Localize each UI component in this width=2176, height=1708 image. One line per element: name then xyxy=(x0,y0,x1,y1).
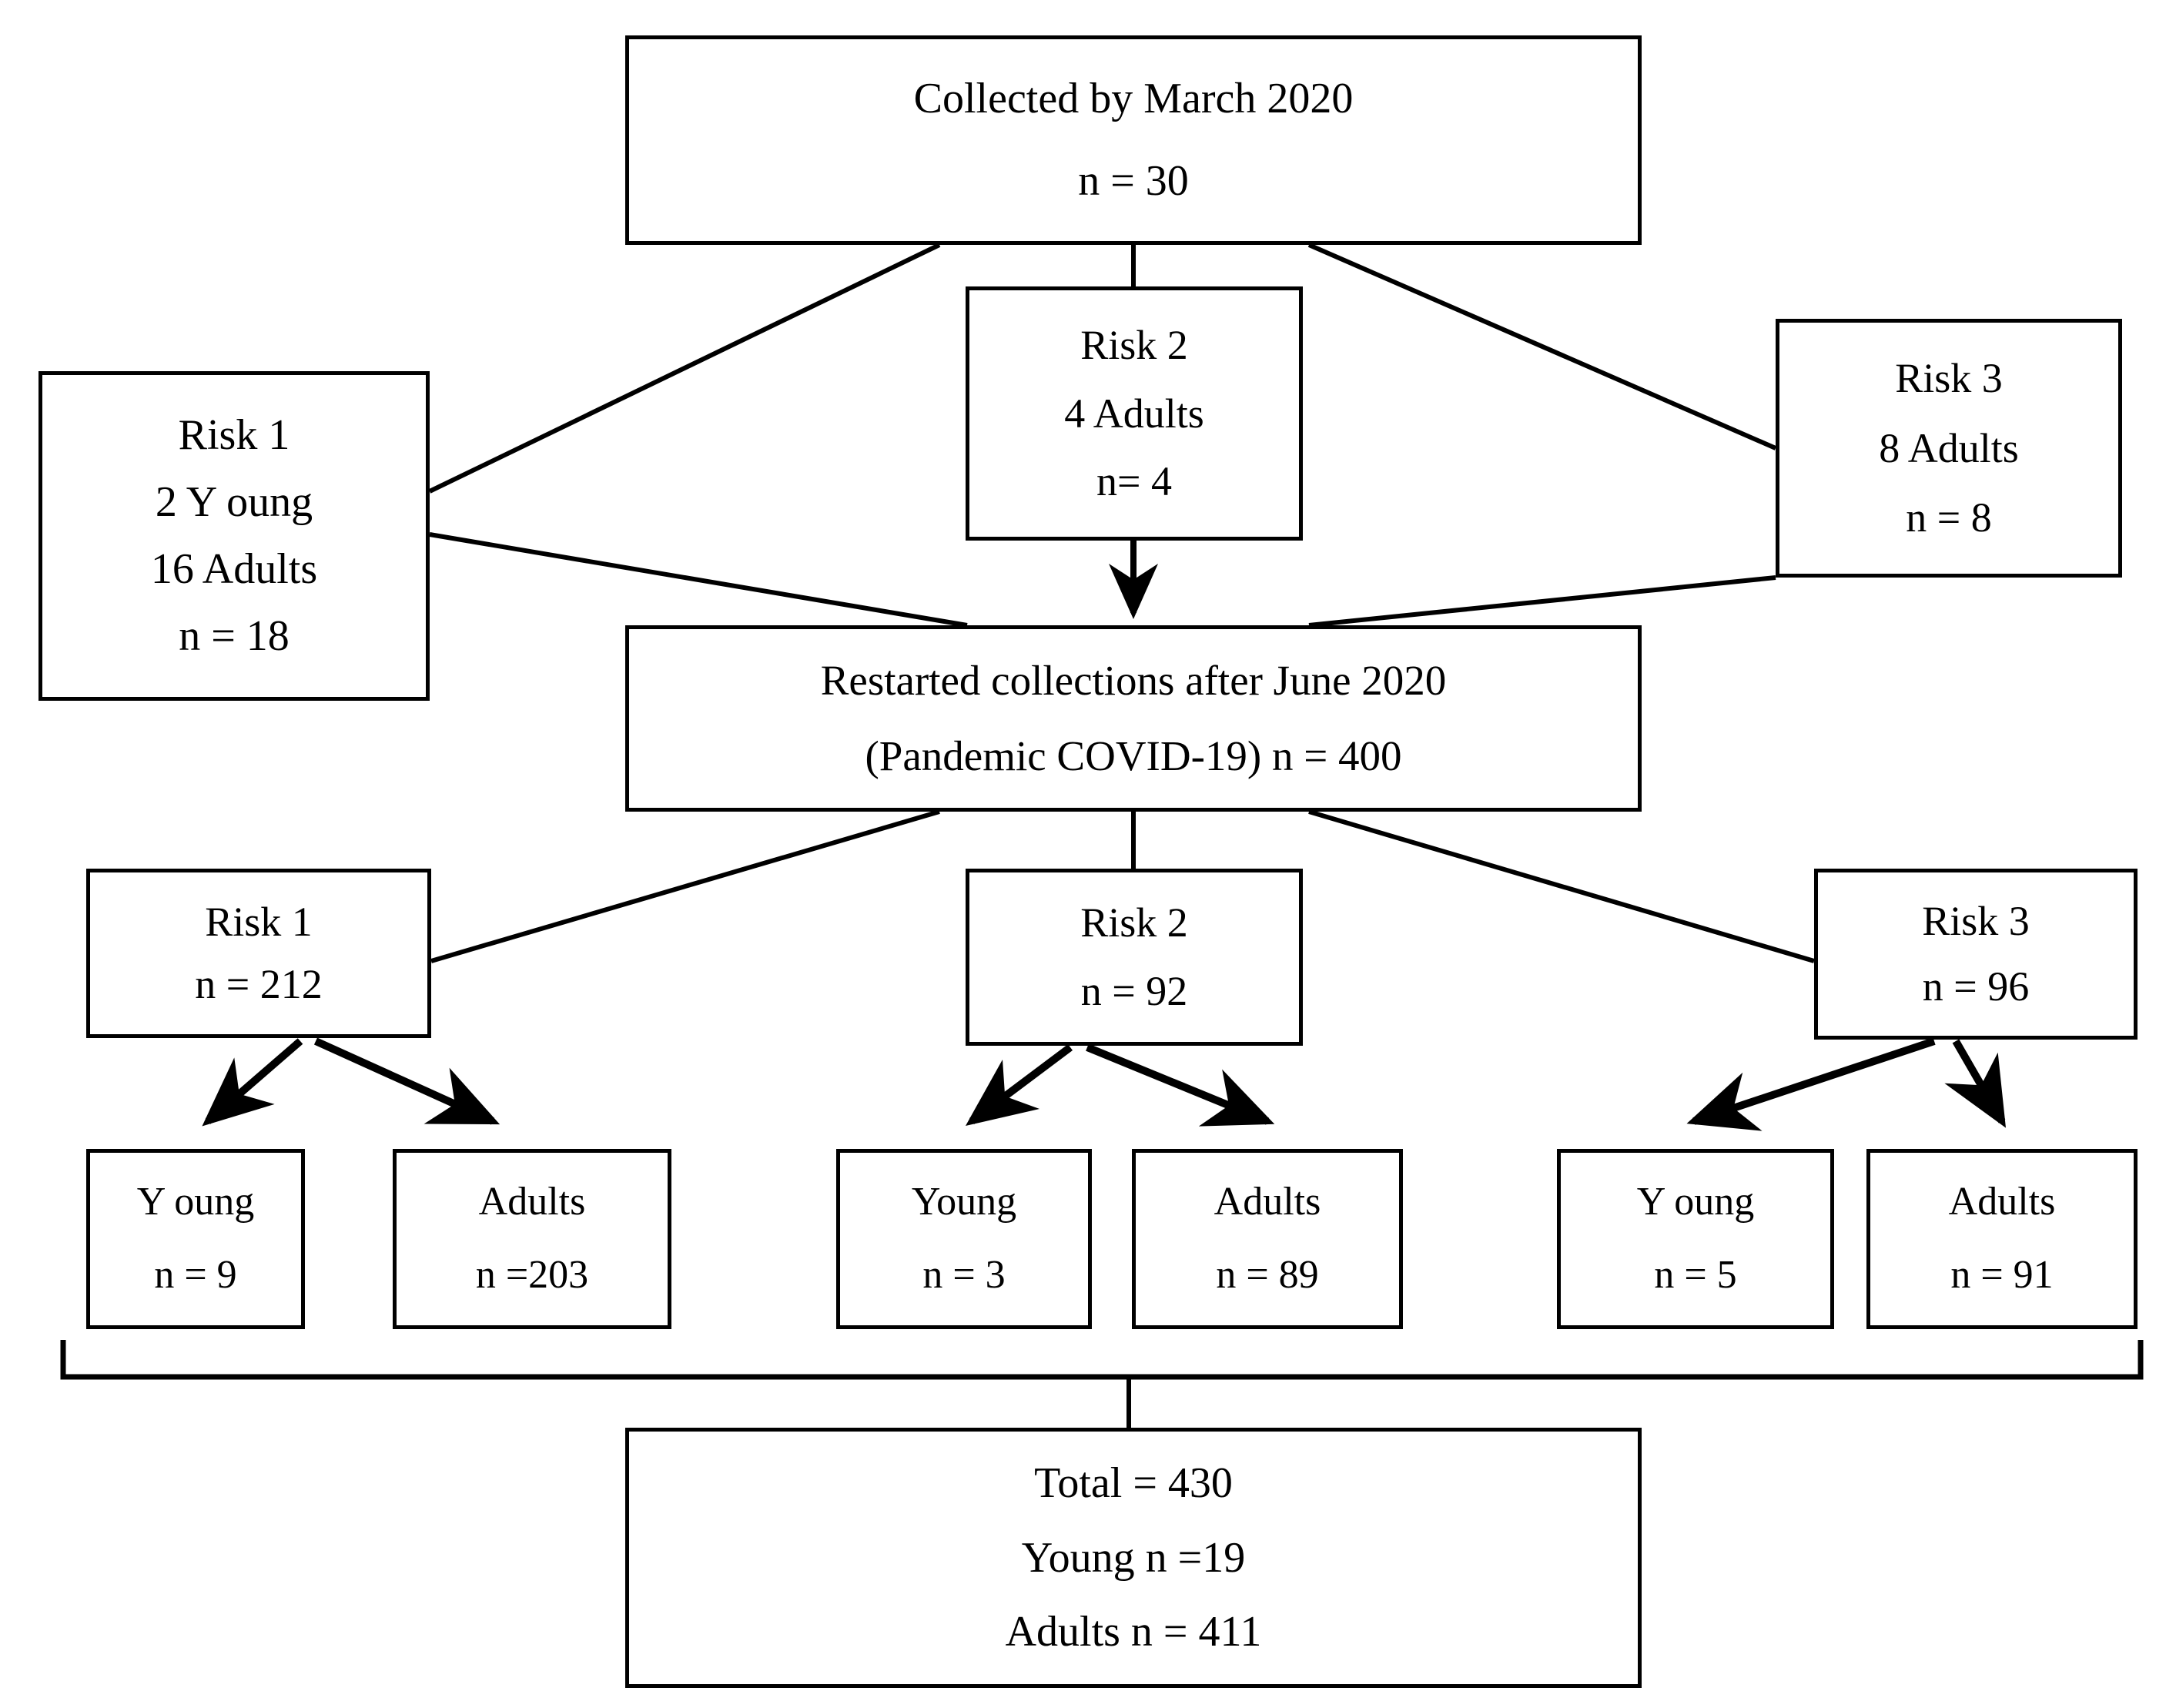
edge-risk3-post-to-adults-3 xyxy=(1944,1039,2006,1128)
node-risk3-postjune[interactable]: Risk 3 n = 96 xyxy=(1814,869,2138,1040)
node-collected-line-2: n = 30 xyxy=(1078,157,1189,205)
node-risk1-pre-line-4: n = 18 xyxy=(179,611,290,660)
node-young-3-line-1: Y oung xyxy=(1636,1180,1755,1224)
bottom-bracket xyxy=(60,1340,2144,1380)
node-young-risk1[interactable]: Y oung n = 9 xyxy=(86,1149,305,1329)
node-risk2-postjune[interactable]: Risk 2 n = 92 xyxy=(966,869,1303,1046)
node-risk2-pre-line-2: 4 Adults xyxy=(1064,390,1204,437)
node-risk1-pre-line-3: 16 Adults xyxy=(150,545,318,593)
node-risk1-premarch[interactable]: Risk 1 2 Y oung 16 Adults n = 18 xyxy=(38,371,430,701)
node-risk1-post-line-2: n = 212 xyxy=(195,961,323,1007)
edge-risk1-post-to-adults-1 xyxy=(313,1037,500,1125)
node-risk2-pre-line-1: Risk 2 xyxy=(1080,321,1188,368)
node-restarted-collections[interactable]: Restarted collections after June 2020 (P… xyxy=(625,625,1642,812)
edge-restarted-to-risk3-post xyxy=(1308,809,1815,963)
edge-risk1-post-to-young-1 xyxy=(202,1038,303,1127)
node-restarted-line-2: (Pandemic COVID-19) n = 400 xyxy=(865,732,1402,779)
node-adults-2-line-2: n = 89 xyxy=(1216,1253,1319,1297)
node-risk1-post-line-1: Risk 1 xyxy=(205,899,313,946)
node-young-1-line-1: Y oung xyxy=(136,1180,255,1224)
node-adults-1-line-2: n =203 xyxy=(475,1253,589,1297)
node-collected-by-march-2020[interactable]: Collected by March 2020 n = 30 xyxy=(625,35,1642,245)
node-risk3-post-line-1: Risk 3 xyxy=(1922,898,2030,945)
node-risk2-pre-line-3: n= 4 xyxy=(1096,458,1172,505)
node-young-2-line-2: n = 3 xyxy=(922,1253,1006,1297)
edge-risk2-post-to-adults-2 xyxy=(1086,1043,1275,1127)
node-young-risk2[interactable]: Young n = 3 xyxy=(836,1149,1092,1329)
edge-risk3-post-to-young-3 xyxy=(1686,1037,1936,1131)
node-adults-3-line-1: Adults xyxy=(1948,1180,2056,1224)
node-risk3-post-line-2: n = 96 xyxy=(1922,963,2030,1010)
node-total-line-1: Total = 430 xyxy=(1034,1458,1233,1507)
node-young-2-line-1: Young xyxy=(911,1180,1017,1224)
edge-risk2-post-to-young-2 xyxy=(966,1044,1073,1126)
node-risk1-pre-line-1: Risk 1 xyxy=(178,411,290,460)
edge-risk1-pre-to-restarted xyxy=(429,532,968,628)
node-total-line-2: Young n =19 xyxy=(1021,1533,1246,1582)
node-young-1-line-2: n = 9 xyxy=(154,1253,237,1297)
edge-collected-to-risk3-pre xyxy=(1307,243,1777,450)
node-adults-3-line-2: n = 91 xyxy=(1950,1253,2054,1297)
node-young-3-line-2: n = 5 xyxy=(1654,1253,1737,1297)
node-adults-risk2[interactable]: Adults n = 89 xyxy=(1132,1149,1403,1329)
node-risk2-premarch[interactable]: Risk 2 4 Adults n= 4 xyxy=(966,286,1303,541)
node-collected-line-1: Collected by March 2020 xyxy=(913,75,1354,123)
edge-restarted-to-risk1-post xyxy=(430,809,940,963)
node-adults-risk1[interactable]: Adults n =203 xyxy=(393,1149,671,1329)
node-risk3-pre-line-3: n = 8 xyxy=(1906,494,1992,541)
node-young-risk3[interactable]: Y oung n = 5 xyxy=(1557,1149,1834,1329)
node-total-summary[interactable]: Total = 430 Young n =19 Adults n = 411 xyxy=(625,1428,1642,1688)
node-risk2-post-line-2: n = 92 xyxy=(1080,968,1188,1014)
node-risk1-pre-line-2: 2 Y oung xyxy=(155,478,313,527)
node-risk1-postjune[interactable]: Risk 1 n = 212 xyxy=(86,869,431,1038)
node-restarted-line-1: Restarted collections after June 2020 xyxy=(820,657,1447,705)
node-risk2-post-line-1: Risk 2 xyxy=(1080,899,1188,946)
edge-collected-to-risk1-pre xyxy=(428,243,941,494)
node-adults-risk3[interactable]: Adults n = 91 xyxy=(1866,1149,2138,1329)
node-adults-1-line-1: Adults xyxy=(478,1180,586,1224)
node-risk3-premarch[interactable]: Risk 3 8 Adults n = 8 xyxy=(1776,319,2122,578)
node-risk3-pre-line-2: 8 Adults xyxy=(1879,424,2019,471)
edge-risk3-pre-to-restarted xyxy=(1308,575,1776,628)
node-total-line-3: Adults n = 411 xyxy=(1005,1608,1262,1656)
node-adults-2-line-1: Adults xyxy=(1214,1180,1321,1224)
node-risk3-pre-line-1: Risk 3 xyxy=(1895,354,2003,401)
